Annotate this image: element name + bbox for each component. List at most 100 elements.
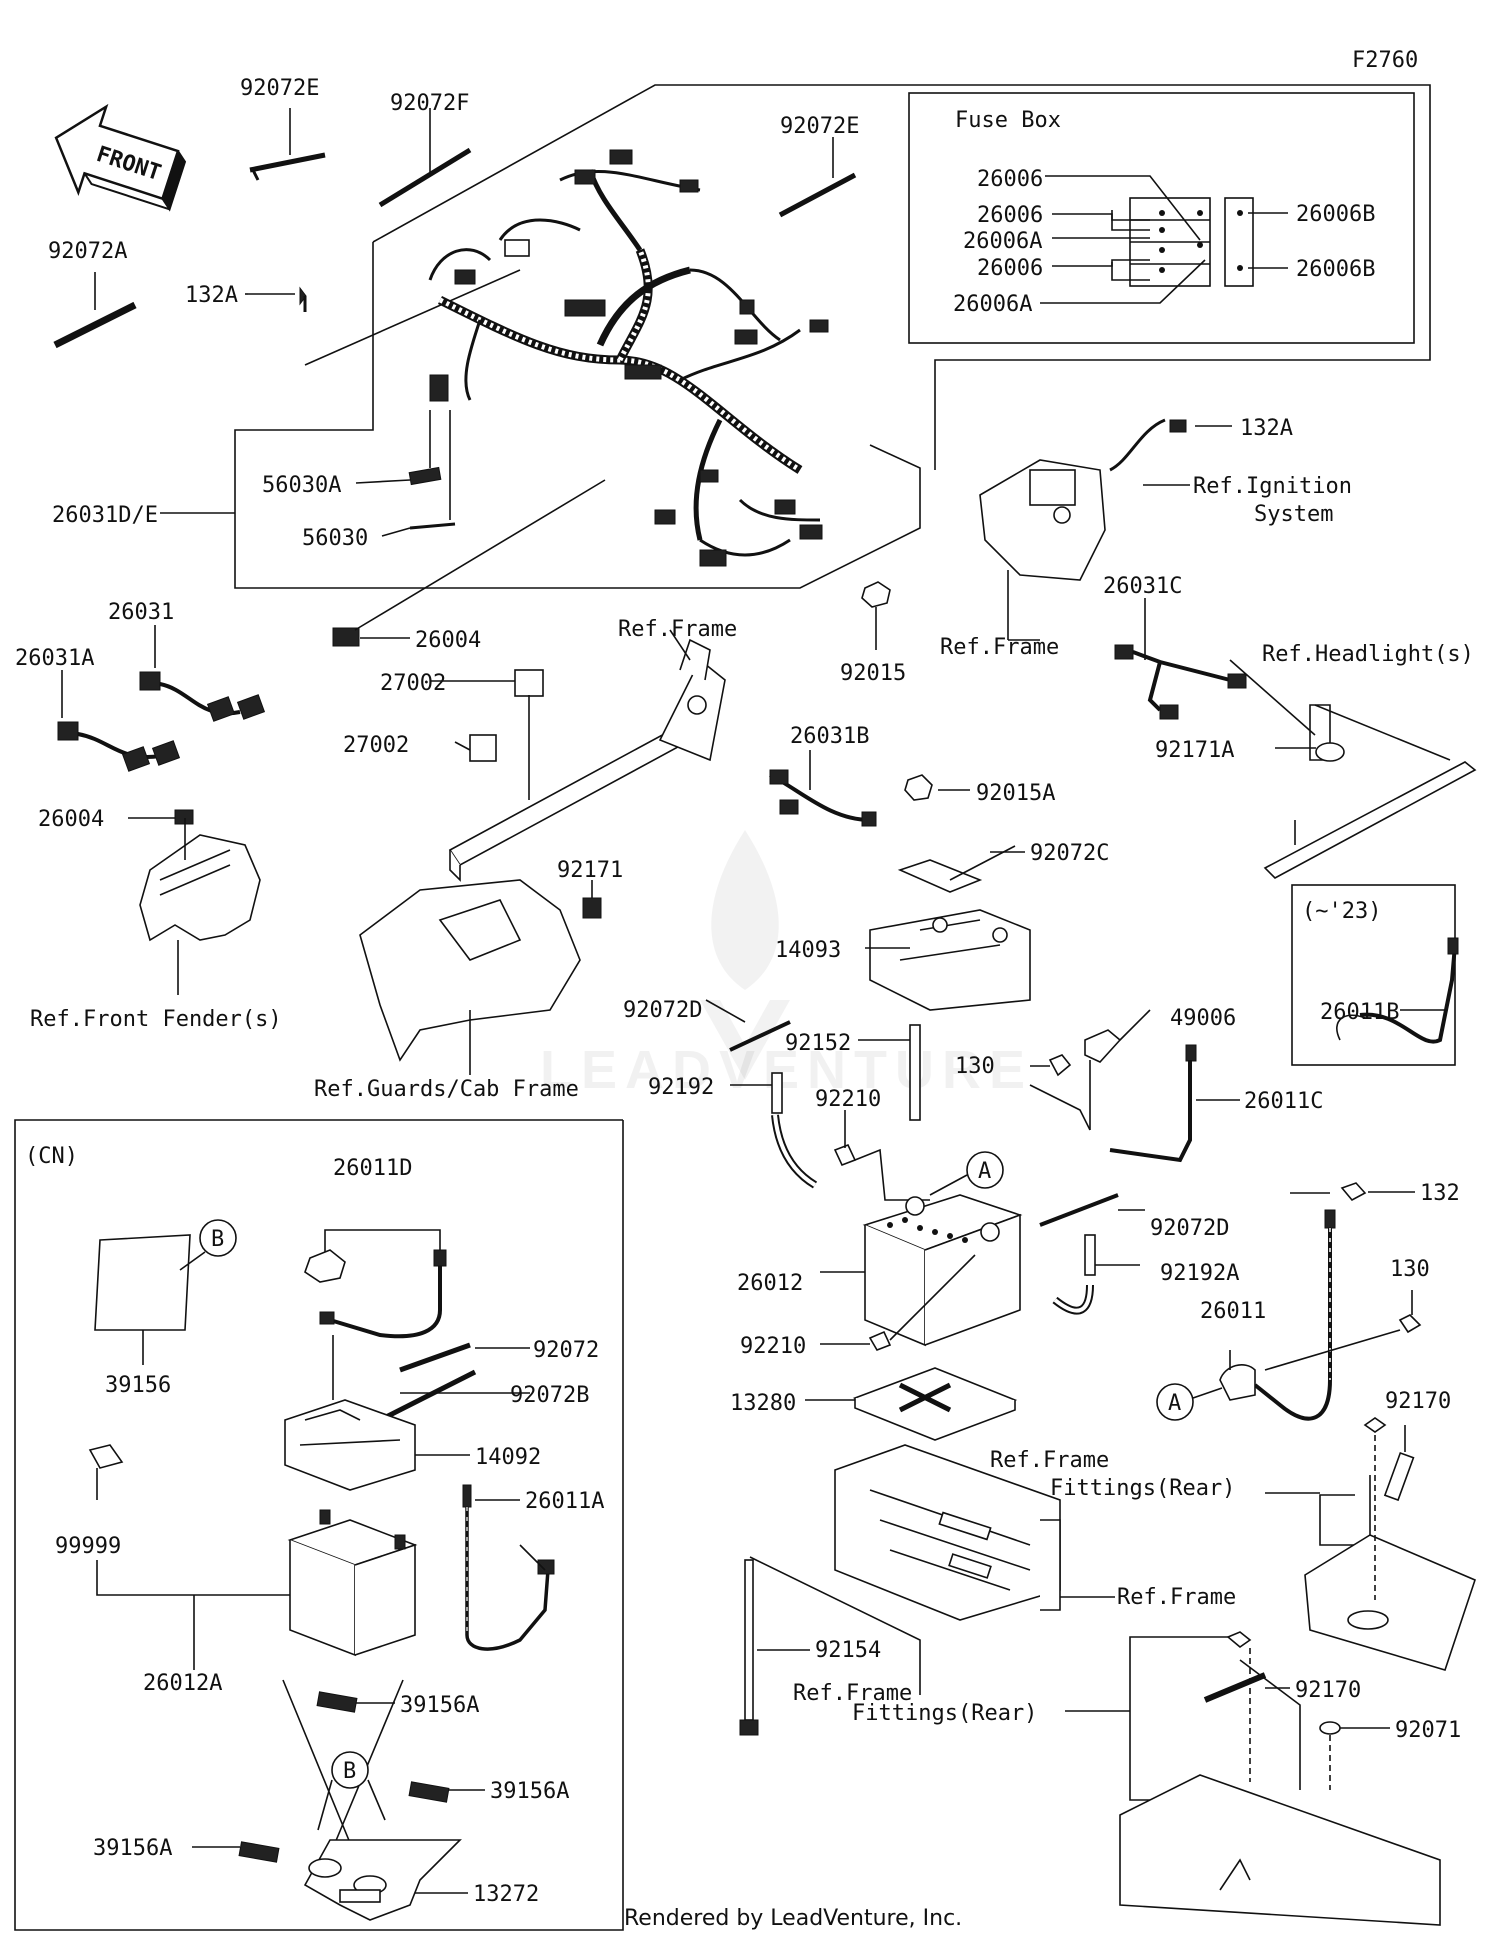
part-label-92072D-a: 92072D bbox=[623, 998, 702, 1023]
part-label-130-b: 130 bbox=[1390, 1257, 1430, 1282]
part-label-56030: 56030 bbox=[302, 526, 368, 551]
part-label-26011A: 26011A bbox=[525, 1489, 604, 1514]
part-label-ref-frame-c: Ref.Frame bbox=[990, 1448, 1109, 1473]
part-label-26006B-a: 26006B bbox=[1296, 202, 1375, 227]
front-fender bbox=[128, 809, 261, 995]
part-label-26006-a: 26006 bbox=[977, 167, 1043, 192]
main-wiring-harness bbox=[428, 149, 829, 567]
part-label-39156A-b: 39156A bbox=[490, 1779, 569, 1804]
battery-frame-lower bbox=[834, 1444, 1115, 1621]
callout-a-bottom-label: A bbox=[1168, 1391, 1181, 1416]
part-label-132: 132 bbox=[1420, 1181, 1460, 1206]
part-label-26031B: 26031B bbox=[790, 724, 869, 749]
part-label-99999: 99999 bbox=[55, 1534, 121, 1559]
part-label-56030A: 56030A bbox=[262, 473, 341, 498]
part-label-92072C: 92072C bbox=[1030, 841, 1109, 866]
part-label-92154: 92154 bbox=[815, 1638, 881, 1663]
callout-a-top bbox=[966, 1151, 1004, 1189]
part-label-39156A-a: 39156A bbox=[400, 1693, 479, 1718]
harness-26031C bbox=[1114, 598, 1247, 720]
battery-26012 bbox=[820, 1194, 1023, 1351]
part-label-39156: 39156 bbox=[105, 1373, 171, 1398]
part-label-26006-c: 26006 bbox=[977, 256, 1043, 281]
callout-b-top-label: B bbox=[211, 1227, 224, 1252]
part-label-92015A: 92015A bbox=[976, 781, 1055, 806]
part-label-26011D: 26011D bbox=[333, 1156, 412, 1181]
callout-b-bottom-label: B bbox=[343, 1759, 356, 1784]
main-harness-group bbox=[234, 84, 1431, 589]
fittings-rear-upper bbox=[1265, 1417, 1476, 1671]
part-label-ref-frame-a: Ref.Frame bbox=[618, 617, 737, 642]
part-label-39156A-c: 39156A bbox=[93, 1836, 172, 1861]
year-note-box: (~'23) bbox=[1291, 884, 1459, 1066]
part-label-13280: 13280 bbox=[730, 1391, 796, 1416]
fuse-box-group: Fuse Box bbox=[908, 92, 1415, 344]
part-label-14093: 14093 bbox=[775, 938, 841, 963]
part-label-26031A: 26031A bbox=[15, 646, 94, 671]
part-label-92072D-b: 92072D bbox=[1150, 1216, 1229, 1241]
part-label-ref-front-fenders: Ref.Front Fender(s) bbox=[30, 1007, 282, 1032]
frame-27002 bbox=[431, 629, 726, 882]
headlight-frame bbox=[1229, 659, 1477, 879]
cable-26011: A bbox=[1156, 1182, 1422, 1421]
callout-a-bottom bbox=[1156, 1383, 1194, 1421]
guards-cab-frame bbox=[359, 879, 602, 1075]
part-label-132A-b: 132A bbox=[1240, 416, 1293, 441]
part-number-labels: 92072E 92072F 92072E 92072A 132A 26006 2… bbox=[15, 76, 1474, 1907]
clamp-92210-top: A bbox=[833, 1110, 1004, 1201]
labels-56030 bbox=[180, 410, 456, 537]
bolt-92154 bbox=[739, 1556, 921, 1736]
ignition-bracket bbox=[979, 418, 1232, 640]
part-label-26006A-a: 26006A bbox=[963, 229, 1042, 254]
part-label-92072E-b: 92072E bbox=[780, 114, 859, 139]
part-label-92152: 92152 bbox=[785, 1031, 851, 1056]
part-label-14092: 14092 bbox=[475, 1445, 541, 1470]
leader-lines bbox=[160, 293, 1330, 1194]
part-label-system: System bbox=[1254, 502, 1333, 527]
part-label-26006B-b: 26006B bbox=[1296, 257, 1375, 282]
diagram-code: F2760 bbox=[1352, 48, 1418, 73]
part-label-92192A: 92192A bbox=[1160, 1261, 1239, 1286]
callout-b-bottom bbox=[331, 1751, 369, 1789]
part-label-ref-frame-d: Ref.Frame bbox=[1117, 1585, 1236, 1610]
part-label-92072E-a: 92072E bbox=[240, 76, 319, 101]
tray-13280 bbox=[805, 1367, 1018, 1441]
nut-92015 bbox=[861, 581, 891, 650]
part-label-92015: 92015 bbox=[840, 661, 906, 686]
part-label-13272: 13272 bbox=[473, 1882, 539, 1907]
part-label-26012: 26012 bbox=[737, 1271, 803, 1296]
part-label-92171A: 92171A bbox=[1155, 738, 1234, 763]
part-label-26006-b: 26006 bbox=[977, 203, 1043, 228]
callout-a-top-label: A bbox=[978, 1159, 991, 1184]
harness-26031B bbox=[769, 750, 877, 827]
part-label-26006A-b: 26006A bbox=[953, 292, 1032, 317]
cn-title: (CN) bbox=[25, 1144, 78, 1169]
part-label-fittings-rear-a: Fittings(Rear) bbox=[1050, 1476, 1235, 1501]
cable-ties-top bbox=[53, 108, 857, 349]
part-label-92072: 92072 bbox=[533, 1338, 599, 1363]
part-label-26004-b: 26004 bbox=[38, 807, 104, 832]
part-label-92170-a: 92170 bbox=[1385, 1389, 1451, 1414]
part-label-fittings-rear-b: Fittings(Rear) bbox=[852, 1701, 1037, 1726]
battery-hold-assembly bbox=[705, 774, 1151, 1121]
fittings-rear-lower bbox=[1065, 1631, 1441, 1926]
part-label-27002-b: 27002 bbox=[343, 733, 409, 758]
part-label-26031C: 26031C bbox=[1103, 574, 1182, 599]
part-label-ref-guards-cab: Ref.Guards/Cab Frame bbox=[314, 1077, 579, 1102]
connector-26004-top bbox=[332, 479, 606, 647]
part-label-130-a: 130 bbox=[955, 1054, 995, 1079]
year-note: (~'23) bbox=[1302, 899, 1381, 924]
part-label-92210-b: 92210 bbox=[740, 1334, 806, 1359]
part-label-132A-a: 132A bbox=[185, 283, 238, 308]
part-label-26031: 26031 bbox=[108, 600, 174, 625]
sub-harness-26031 bbox=[57, 625, 266, 772]
part-label-26031DE: 26031D/E bbox=[52, 503, 158, 528]
part-label-26011C: 26011C bbox=[1244, 1089, 1323, 1114]
part-label-26012A: 26012A bbox=[143, 1671, 222, 1696]
fuse-box-title: Fuse Box bbox=[955, 108, 1061, 133]
part-label-27002-a: 27002 bbox=[380, 671, 446, 696]
cn-box: (CN) B bbox=[14, 1119, 624, 1931]
part-label-92072B: 92072B bbox=[510, 1383, 589, 1408]
part-label-26011: 26011 bbox=[1200, 1299, 1266, 1324]
